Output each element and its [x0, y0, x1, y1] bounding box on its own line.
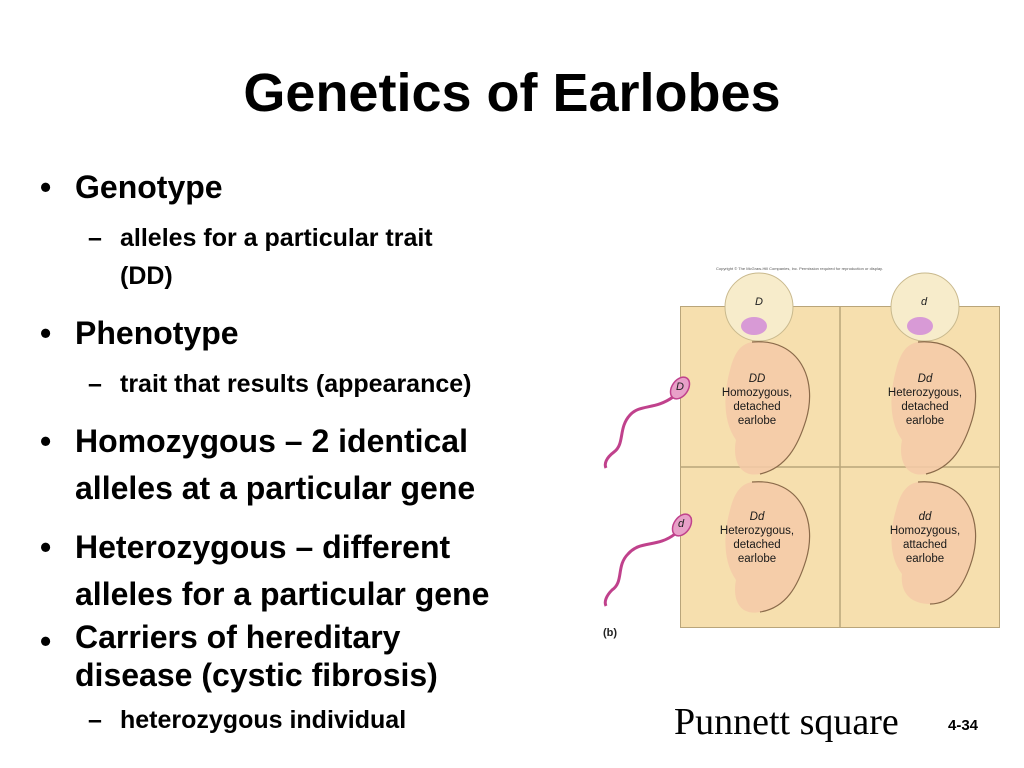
cell-Dd-bottom-label: Dd Heterozygous, detached earlobe — [702, 510, 812, 566]
phenotype-label: earlobe — [905, 553, 945, 565]
bullet-dot: • — [40, 623, 52, 659]
sub-bullet-text: trait that results (appearance) — [120, 370, 472, 398]
sub-bullet-text: heterozygous individual — [120, 706, 407, 734]
ear-dd-icon — [891, 481, 977, 605]
genotype-label: Dd — [917, 373, 933, 385]
genotype-label: dd — [918, 511, 932, 523]
bullet-list: • Genotype – alleles for a particular tr… — [40, 169, 490, 734]
phenotype-label: earlobe — [737, 553, 777, 565]
bullet-text: Heterozygous – different — [75, 529, 451, 565]
zygosity-label: Heterozygous, — [719, 525, 795, 537]
phenotype-label: earlobe — [905, 415, 945, 427]
bullet-dot: • — [40, 169, 52, 205]
figure-panel-label: (b) — [603, 627, 618, 639]
bullet-text: Phenotype — [75, 315, 239, 351]
phenotype-label: detached — [733, 539, 781, 551]
phenotype-label: detached — [901, 401, 949, 413]
figure-copyright: Copyright © The McGraw-Hill Companies, I… — [716, 266, 883, 271]
bullet-text: Homozygous – 2 identical — [75, 423, 468, 459]
sperm-allele-label: D — [676, 381, 684, 393]
bullet-dot: • — [40, 423, 52, 459]
egg-allele-label: D — [755, 296, 763, 308]
genotype-label: DD — [748, 373, 766, 385]
zygosity-label: Homozygous, — [721, 387, 793, 399]
slide-number: 4-34 — [948, 717, 979, 734]
phenotype-label: detached — [733, 401, 781, 413]
sperm-allele-label: d — [678, 518, 685, 530]
genotype-label: Dd — [749, 511, 765, 523]
bullet-text: Carriers of hereditary — [75, 619, 401, 655]
bullet-text: disease (cystic fibrosis) — [75, 657, 438, 693]
egg-D-icon — [724, 272, 794, 342]
ear-Dd-bottom-icon — [725, 481, 811, 613]
egg-d-icon — [890, 272, 960, 342]
bullet-text: Genotype — [75, 169, 223, 205]
figure-caption: Punnett square — [674, 701, 899, 743]
ear-Dd-top-icon — [891, 341, 977, 475]
cell-DD-label: DD Homozygous, detached earlobe — [702, 372, 812, 428]
sub-bullet-text: alleles for a particular trait — [120, 224, 433, 252]
phenotype-label: attached — [902, 539, 948, 551]
cell-Dd-top-label: Dd Heterozygous, detached earlobe — [870, 372, 980, 428]
bullet-text: alleles at a particular gene — [75, 470, 476, 506]
zygosity-label: Heterozygous, — [887, 387, 963, 399]
sperm-d-icon — [603, 513, 693, 607]
sperm-D-icon — [603, 376, 691, 469]
sub-bullet-text: (DD) — [120, 262, 173, 290]
bullet-text: alleles for a particular gene — [75, 576, 490, 612]
cell-dd-label: dd Homozygous, attached earlobe — [870, 510, 980, 566]
bullet-dot: • — [40, 315, 52, 351]
phenotype-label: earlobe — [737, 415, 777, 427]
ear-DD-icon — [725, 341, 811, 475]
slide-title: Genetics of Earlobes — [243, 63, 781, 123]
dash-glyph: – — [88, 706, 102, 734]
egg-allele-label: d — [921, 296, 928, 308]
dash-glyph: – — [88, 370, 102, 398]
zygosity-label: Homozygous, — [889, 525, 961, 537]
bullet-dot: • — [40, 529, 52, 565]
dash-glyph: – — [88, 224, 102, 252]
